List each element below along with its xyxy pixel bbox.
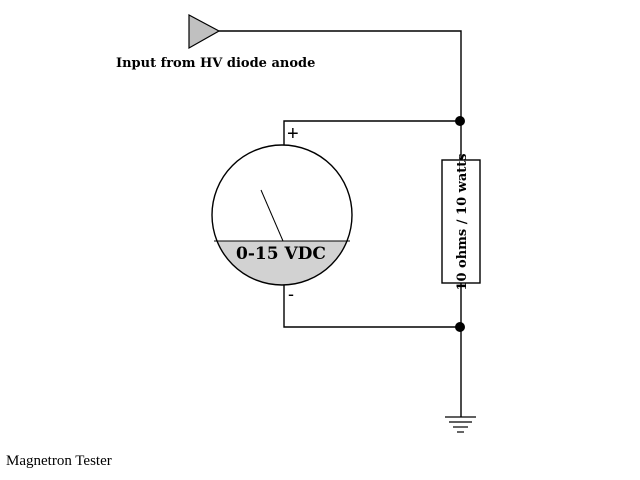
input-label: Input from HV diode anode [116,56,315,71]
ground-icon [445,416,476,433]
input-connector-icon [188,14,221,50]
voltmeter: 0-15 VDC [211,144,353,286]
meter-negative-wire [283,285,460,328]
resistor [441,159,481,284]
meter-needle [260,189,284,242]
resistor-label: 10 ohms / 10 watts [455,153,470,290]
diagram-caption: Magnetron Tester [6,453,112,469]
plus-sign: + [287,123,299,145]
input-wire [219,30,462,160]
meter-outline [211,144,353,286]
meter-label: 0-15 VDC [236,244,326,264]
meter-positive-wire [283,120,460,146]
minus-sign: - [288,284,294,304]
